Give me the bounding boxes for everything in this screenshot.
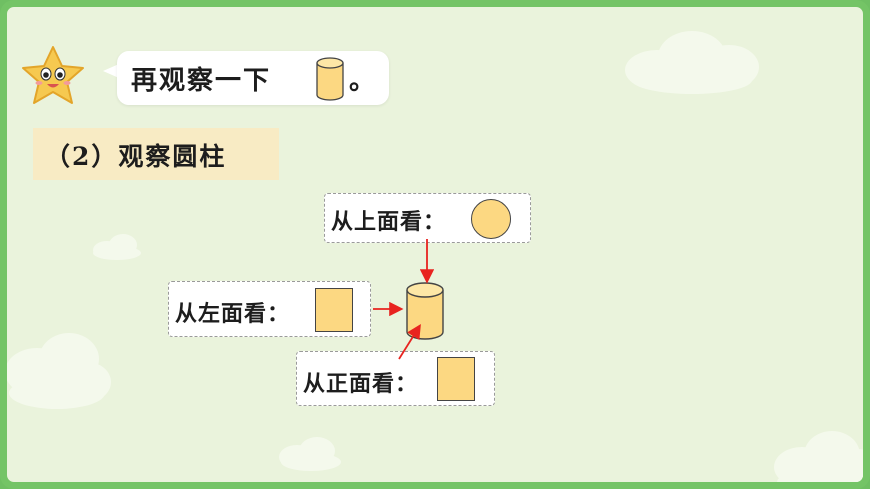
section-title: （2）观察圆柱 [45, 142, 227, 171]
cloud-decoration [625, 31, 759, 94]
cylinder-icon [316, 57, 344, 101]
cloud-decoration [7, 333, 111, 409]
front-view-rectangle [437, 357, 475, 401]
top-view-circle [471, 199, 511, 239]
speech-bubble-period: 。 [349, 66, 376, 96]
star-mascot-icon [22, 46, 84, 104]
cloud-decoration [279, 437, 341, 471]
left-view-label: 从左面看： [175, 301, 291, 327]
front-view-box: 从正面看： [296, 351, 495, 406]
speech-bubble-text: 再观察一下 [131, 66, 272, 96]
left-view-box: 从左面看： [168, 281, 371, 337]
cloud-decoration [93, 234, 141, 260]
speech-bubble: 再观察一下 。 [117, 51, 389, 105]
section-banner: （2）观察圆柱 [33, 128, 279, 180]
top-view-label: 从上面看： [331, 209, 447, 235]
arrows-layer [373, 239, 435, 360]
speech-bubble-tail [103, 64, 119, 78]
cloud-decoration [774, 431, 863, 482]
left-view-rectangle [315, 288, 353, 332]
front-view-label: 从正面看： [303, 371, 419, 397]
arrow-from-front [398, 323, 421, 360]
